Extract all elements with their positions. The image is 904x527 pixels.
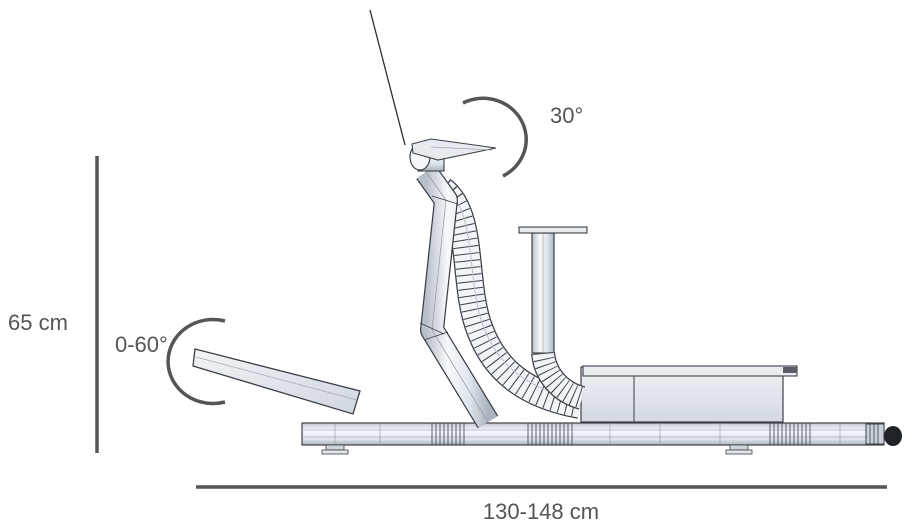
wheel-angle-indicator: 30° — [462, 96, 583, 178]
wheel-plate — [411, 138, 497, 161]
wheel-guide-line — [369, 9, 406, 146]
length-dimension: 130-148 cm — [196, 485, 887, 524]
rail-end-knob — [884, 426, 902, 446]
foot-angle-indicator: 0-60° — [115, 317, 226, 406]
length-label: 130-148 cm — [483, 499, 599, 524]
base-rail-joint-a — [431, 423, 465, 445]
base-rail — [301, 422, 885, 446]
rail-end-cap — [865, 423, 902, 446]
rear-box-lid — [582, 365, 798, 377]
pedal-plate — [192, 348, 361, 415]
height-dimension: 65 cm — [8, 156, 99, 453]
base-rail-mesh — [302, 423, 884, 445]
seat-plate — [518, 226, 588, 234]
wheel-angle-label: 30° — [550, 103, 583, 128]
foot-angle-arc — [166, 317, 226, 406]
wheel-angle-arc — [462, 96, 528, 178]
upright-tube-left-bands — [419, 195, 459, 341]
base-foot-rear — [725, 444, 753, 455]
foot-angle-label: 0-60° — [115, 332, 168, 357]
base-foot-front — [321, 444, 349, 455]
base-rail-joint-c — [769, 423, 811, 445]
height-label: 65 cm — [8, 310, 68, 335]
cockpit-frame — [192, 9, 902, 455]
base-rail-joint-b — [527, 423, 573, 445]
rear-box-tab — [783, 367, 797, 373]
